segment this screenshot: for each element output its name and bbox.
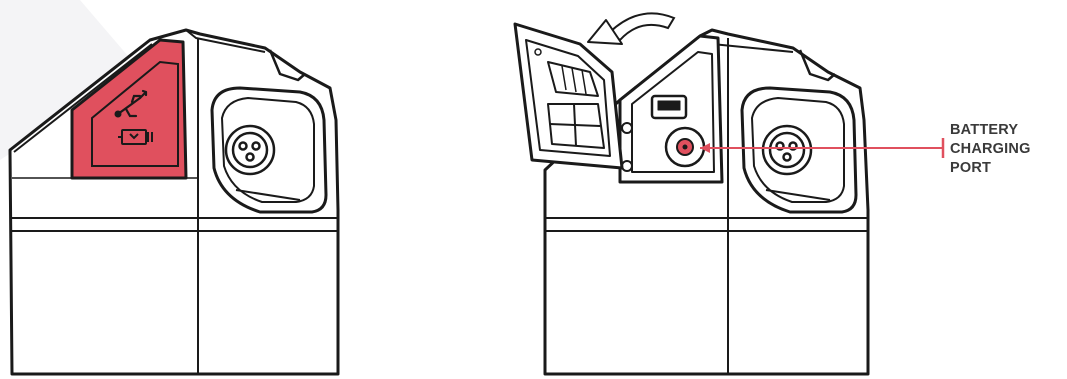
barrel-connector-icon (226, 126, 274, 174)
callout-line-2: CHARGING (950, 140, 1060, 159)
barrel-connector-icon-right (763, 126, 811, 174)
port-cover-open (515, 24, 622, 168)
port-recess (620, 36, 722, 182)
callout-line-3: PORT (950, 159, 1060, 178)
callout-label: BATTERY CHARGING PORT (950, 121, 1060, 178)
callout-line-1: BATTERY (950, 121, 1060, 140)
open-arrow-icon (588, 13, 674, 44)
